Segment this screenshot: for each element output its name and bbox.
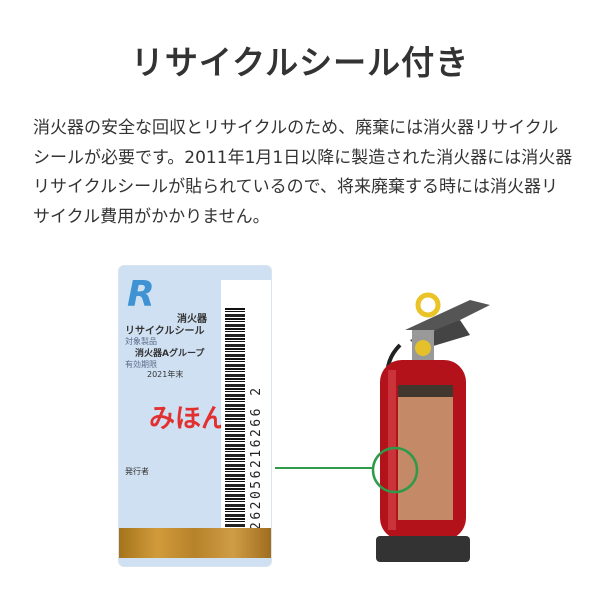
lever (405, 300, 490, 330)
gold-strip (119, 528, 271, 558)
sticker-label: 有効期限 (125, 360, 157, 369)
sample-stamp: みほん (149, 404, 228, 434)
barcode-bars (225, 308, 245, 528)
sticker-label: 発行者 (125, 467, 149, 476)
base (376, 536, 470, 562)
sticker-heading: 消火器 (177, 314, 207, 325)
description: 消火器の安全な回収とリサイクルのため、廃棄には消火器リサイクル シールが必要です… (33, 114, 573, 232)
recycle-sticker-image: R 消火器 リサイクルシール 対象製品 消火器Aグループ 有効期限 2021年末… (118, 265, 272, 567)
page-title: リサイクルシール付き (130, 43, 470, 82)
recycle-logo: R (127, 274, 155, 315)
safety-pin-ring (415, 292, 441, 318)
sticker-value: 消火器Aグループ (135, 349, 205, 359)
description-line: サイクル費用がかかりません。 (33, 206, 270, 227)
highlight-circle (371, 446, 419, 494)
description-line: 消火器の安全な回収とリサイクルのため、廃棄には消火器リサイクル (33, 118, 559, 138)
sticker-value: 2021年末 (147, 370, 184, 379)
description-line: シールが必要です。2011年1月1日以降に製造された消火器には消火器 (33, 147, 573, 168)
sticker-heading: リサイクルシール (125, 326, 205, 337)
description-line: リサイクルシールが貼られているので、将来廃棄する時には消火器リ (33, 177, 558, 197)
barcode: 262056216266 2 (221, 280, 271, 536)
pressure-gauge (415, 340, 431, 356)
sticker-label: 対象製品 (125, 337, 157, 346)
